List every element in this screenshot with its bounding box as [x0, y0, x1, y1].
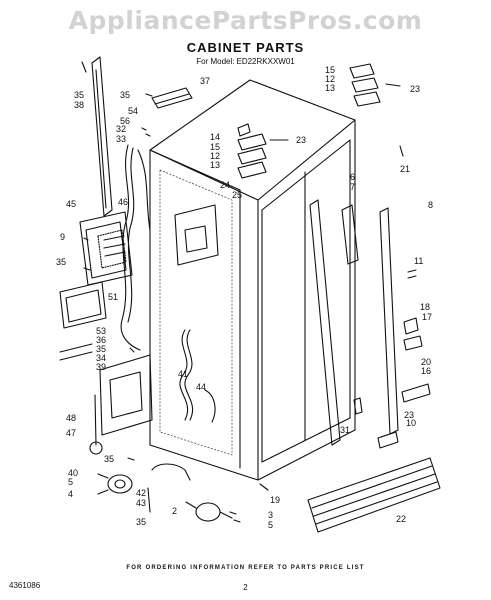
callout-2: 2: [172, 506, 177, 516]
callout-7: 7: [350, 182, 355, 192]
page-number: 2: [243, 583, 248, 592]
cabinet-shell: [149, 79, 356, 481]
callout-3: 3: [268, 510, 273, 520]
left-trim-strip: [91, 56, 113, 217]
callout-5: 5: [68, 477, 73, 487]
callout-35: 35: [120, 90, 130, 100]
callout-48: 48: [66, 413, 76, 423]
callout-33: 33: [116, 134, 126, 144]
page-title: CABINET PARTS: [186, 40, 305, 55]
callout-35: 35: [96, 344, 106, 354]
screws: [81, 61, 269, 523]
callout-5: 5: [268, 520, 273, 530]
callout-47: 47: [66, 428, 76, 438]
callout-46: 46: [118, 197, 128, 207]
callout-9: 9: [60, 232, 65, 242]
callout-13: 13: [325, 83, 335, 93]
callout-34: 34: [96, 353, 106, 363]
refrigerant-tubing: [179, 329, 216, 423]
top-right-hinge: [349, 63, 401, 107]
callout-36: 36: [96, 335, 106, 345]
wire-harness: [120, 144, 151, 351]
callout-35: 35: [136, 517, 146, 527]
callout-22: 22: [396, 514, 406, 524]
bottom-hinge: [97, 473, 133, 495]
top-hinge-cover: [151, 87, 193, 109]
callout-25: 25: [232, 190, 242, 200]
callout-35: 35: [104, 454, 114, 464]
model-prefix: For Model:: [196, 57, 235, 66]
callout-17: 17: [422, 312, 432, 322]
callout-51: 51: [108, 292, 118, 302]
callout-16: 16: [421, 366, 431, 376]
callout-23: 23: [404, 410, 414, 420]
callout-4: 4: [68, 489, 73, 499]
callout-23: 23: [296, 135, 306, 145]
callout-38: 38: [74, 100, 84, 110]
center-hinge: [237, 123, 289, 179]
callout-35: 35: [74, 90, 84, 100]
model-number: ED22RKXXW01: [236, 57, 295, 66]
callout-14: 14: [210, 132, 220, 142]
callout-18: 18: [420, 302, 430, 312]
lower-assembly: [59, 343, 153, 455]
callout-32: 32: [116, 124, 126, 134]
callout-20: 20: [421, 357, 431, 367]
callout-39: 39: [96, 362, 106, 372]
callout-23: 23: [410, 84, 420, 94]
document-number: 4361086: [9, 581, 41, 590]
callout-24: 24: [220, 180, 230, 190]
callout-19: 19: [270, 495, 280, 505]
lower-hinge-assembly: [185, 501, 233, 522]
side-duct: [174, 204, 219, 266]
callout-31: 31: [340, 425, 350, 435]
access-panel: [59, 281, 107, 329]
callout-12: 12: [325, 74, 335, 84]
callout-42: 42: [136, 488, 146, 498]
callout-8: 8: [428, 200, 433, 210]
drain-tube: [147, 463, 191, 513]
callout-44: 44: [196, 382, 206, 392]
callout-11: 11: [414, 256, 423, 266]
callout-13: 13: [210, 160, 220, 170]
callout-40: 40: [68, 468, 78, 478]
door-strips: [309, 199, 399, 446]
model-line: For Model:ED22RKXXW01: [0, 57, 491, 66]
callout-6: 6: [350, 172, 355, 182]
callout-43: 43: [136, 498, 146, 508]
callout-15: 15: [210, 142, 220, 152]
callout-15: 15: [325, 65, 335, 75]
right-side-parts: [353, 145, 431, 449]
callout-21: 21: [400, 164, 410, 174]
callout-37: 37: [200, 76, 210, 86]
ordering-note: FOR ORDERING INFORMATION REFER TO PARTS …: [126, 565, 365, 571]
callout-12: 12: [210, 151, 220, 161]
toe-grille: [307, 457, 441, 533]
callout-54: 54: [128, 106, 138, 116]
callout-35: 35: [56, 257, 66, 267]
callout-10: 10: [406, 418, 416, 428]
callout-56: 56: [120, 116, 130, 126]
callout-45: 45: [66, 199, 76, 209]
callout-41: 41: [178, 369, 188, 379]
watermark: AppliancePartsPros.com: [68, 6, 423, 35]
evaporator-cover: [79, 211, 133, 286]
callout-53: 53: [96, 326, 106, 336]
